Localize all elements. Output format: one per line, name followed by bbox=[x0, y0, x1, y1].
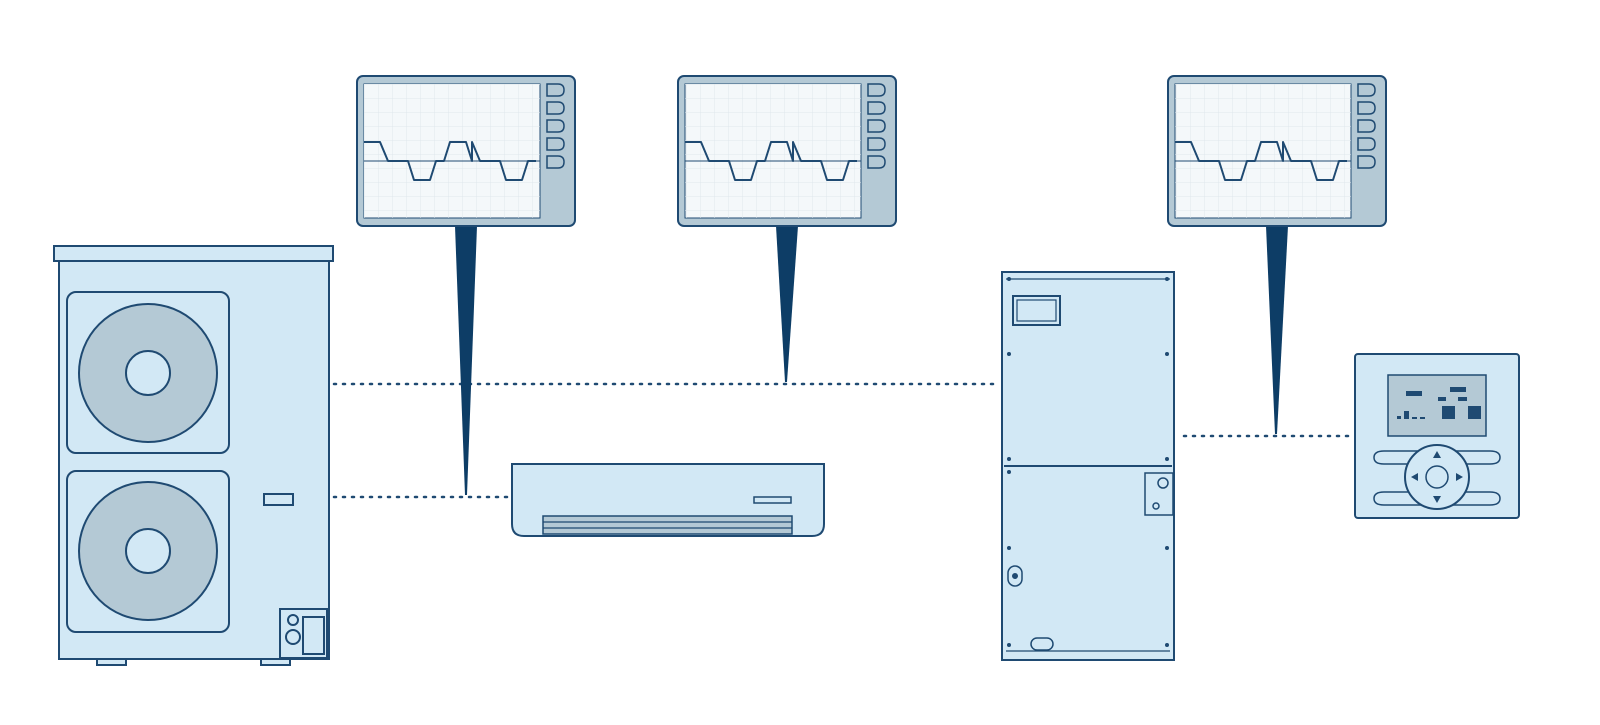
connection-lines bbox=[332, 382, 1356, 499]
oscilloscope-monitor-icon bbox=[356, 75, 576, 495]
segment bbox=[1450, 387, 1466, 392]
monitor-waveform bbox=[364, 141, 536, 181]
segment bbox=[1442, 406, 1455, 419]
screw bbox=[1007, 352, 1011, 356]
arrow-up bbox=[1433, 451, 1441, 458]
wall-unit-indicator bbox=[753, 496, 792, 504]
outdoor-unit-top-cap bbox=[53, 245, 334, 262]
wall-thermostat-controller-icon bbox=[1354, 353, 1520, 519]
monitor-button bbox=[867, 155, 886, 169]
monitor-pointer bbox=[1266, 226, 1288, 434]
monitor-button bbox=[1357, 119, 1376, 133]
screw bbox=[1007, 546, 1011, 550]
controller-screen-segments bbox=[1397, 387, 1481, 419]
segment bbox=[1458, 397, 1467, 401]
monitor-waveform bbox=[685, 141, 857, 181]
outdoor-unit-valve-top bbox=[287, 614, 299, 626]
segment bbox=[1412, 417, 1417, 419]
outdoor-unit-valve-bottom bbox=[285, 629, 301, 645]
monitor-waveform bbox=[1175, 141, 1347, 181]
segment bbox=[1438, 397, 1446, 401]
air-handler-knockout-2 bbox=[1152, 502, 1160, 510]
air-handler-knockout-1 bbox=[1157, 477, 1169, 489]
air-handler-screws bbox=[1007, 277, 1169, 647]
monitor-button bbox=[867, 83, 886, 97]
monitor-screen-grid bbox=[1175, 84, 1351, 218]
monitor-button bbox=[867, 137, 886, 151]
screw bbox=[1007, 470, 1011, 474]
wall-mounted-indoor-unit-icon bbox=[511, 463, 825, 537]
outdoor-unit-handle bbox=[263, 493, 294, 506]
monitor-button bbox=[546, 155, 565, 169]
oscilloscope-monitor-icon bbox=[677, 75, 897, 382]
monitor-button bbox=[546, 101, 565, 115]
air-handler-cabinet-icon bbox=[1001, 271, 1175, 661]
monitor-button bbox=[546, 119, 565, 133]
screw bbox=[1165, 352, 1169, 356]
outdoor-condenser-icon bbox=[53, 245, 334, 666]
monitor-button bbox=[1357, 137, 1376, 151]
outdoor-unit-fan-hub-top bbox=[125, 350, 171, 396]
monitor-button bbox=[546, 83, 565, 97]
arrow-left bbox=[1411, 473, 1418, 481]
monitor-button bbox=[1357, 83, 1376, 97]
monitor-button bbox=[546, 137, 565, 151]
monitor-button bbox=[867, 119, 886, 133]
air-handler-port-dot bbox=[1012, 573, 1018, 579]
controller-dpad-center bbox=[1425, 465, 1449, 489]
screw bbox=[1007, 457, 1011, 461]
monitor-screen-grid bbox=[364, 84, 540, 218]
air-handler-display bbox=[1016, 299, 1057, 322]
outdoor-unit-fan-hub-bottom bbox=[125, 528, 171, 574]
controller-screen bbox=[1387, 374, 1487, 437]
segment bbox=[1420, 417, 1425, 419]
air-handler-drain bbox=[1030, 637, 1054, 651]
screw bbox=[1165, 643, 1169, 647]
monitor-button bbox=[1357, 155, 1376, 169]
screw bbox=[1007, 277, 1011, 281]
wall-unit-louver bbox=[542, 515, 793, 535]
outdoor-unit-service-cover bbox=[302, 616, 325, 655]
monitor-button bbox=[1357, 101, 1376, 115]
segment bbox=[1406, 391, 1422, 396]
arrow-down bbox=[1433, 496, 1441, 503]
controller-dpad-arrows bbox=[1411, 451, 1463, 503]
monitors bbox=[356, 75, 1387, 495]
segment bbox=[1468, 406, 1481, 419]
screw bbox=[1165, 457, 1169, 461]
arrow-right bbox=[1456, 473, 1463, 481]
monitor-pointer bbox=[776, 226, 798, 382]
screw bbox=[1007, 643, 1011, 647]
monitor-pointer bbox=[455, 226, 477, 495]
monitor-screen-grid bbox=[685, 84, 861, 218]
segment bbox=[1397, 416, 1401, 419]
screw bbox=[1165, 277, 1169, 281]
segment bbox=[1404, 411, 1409, 419]
monitor-button bbox=[867, 101, 886, 115]
screw bbox=[1165, 546, 1169, 550]
oscilloscope-monitor-icon bbox=[1167, 75, 1387, 434]
